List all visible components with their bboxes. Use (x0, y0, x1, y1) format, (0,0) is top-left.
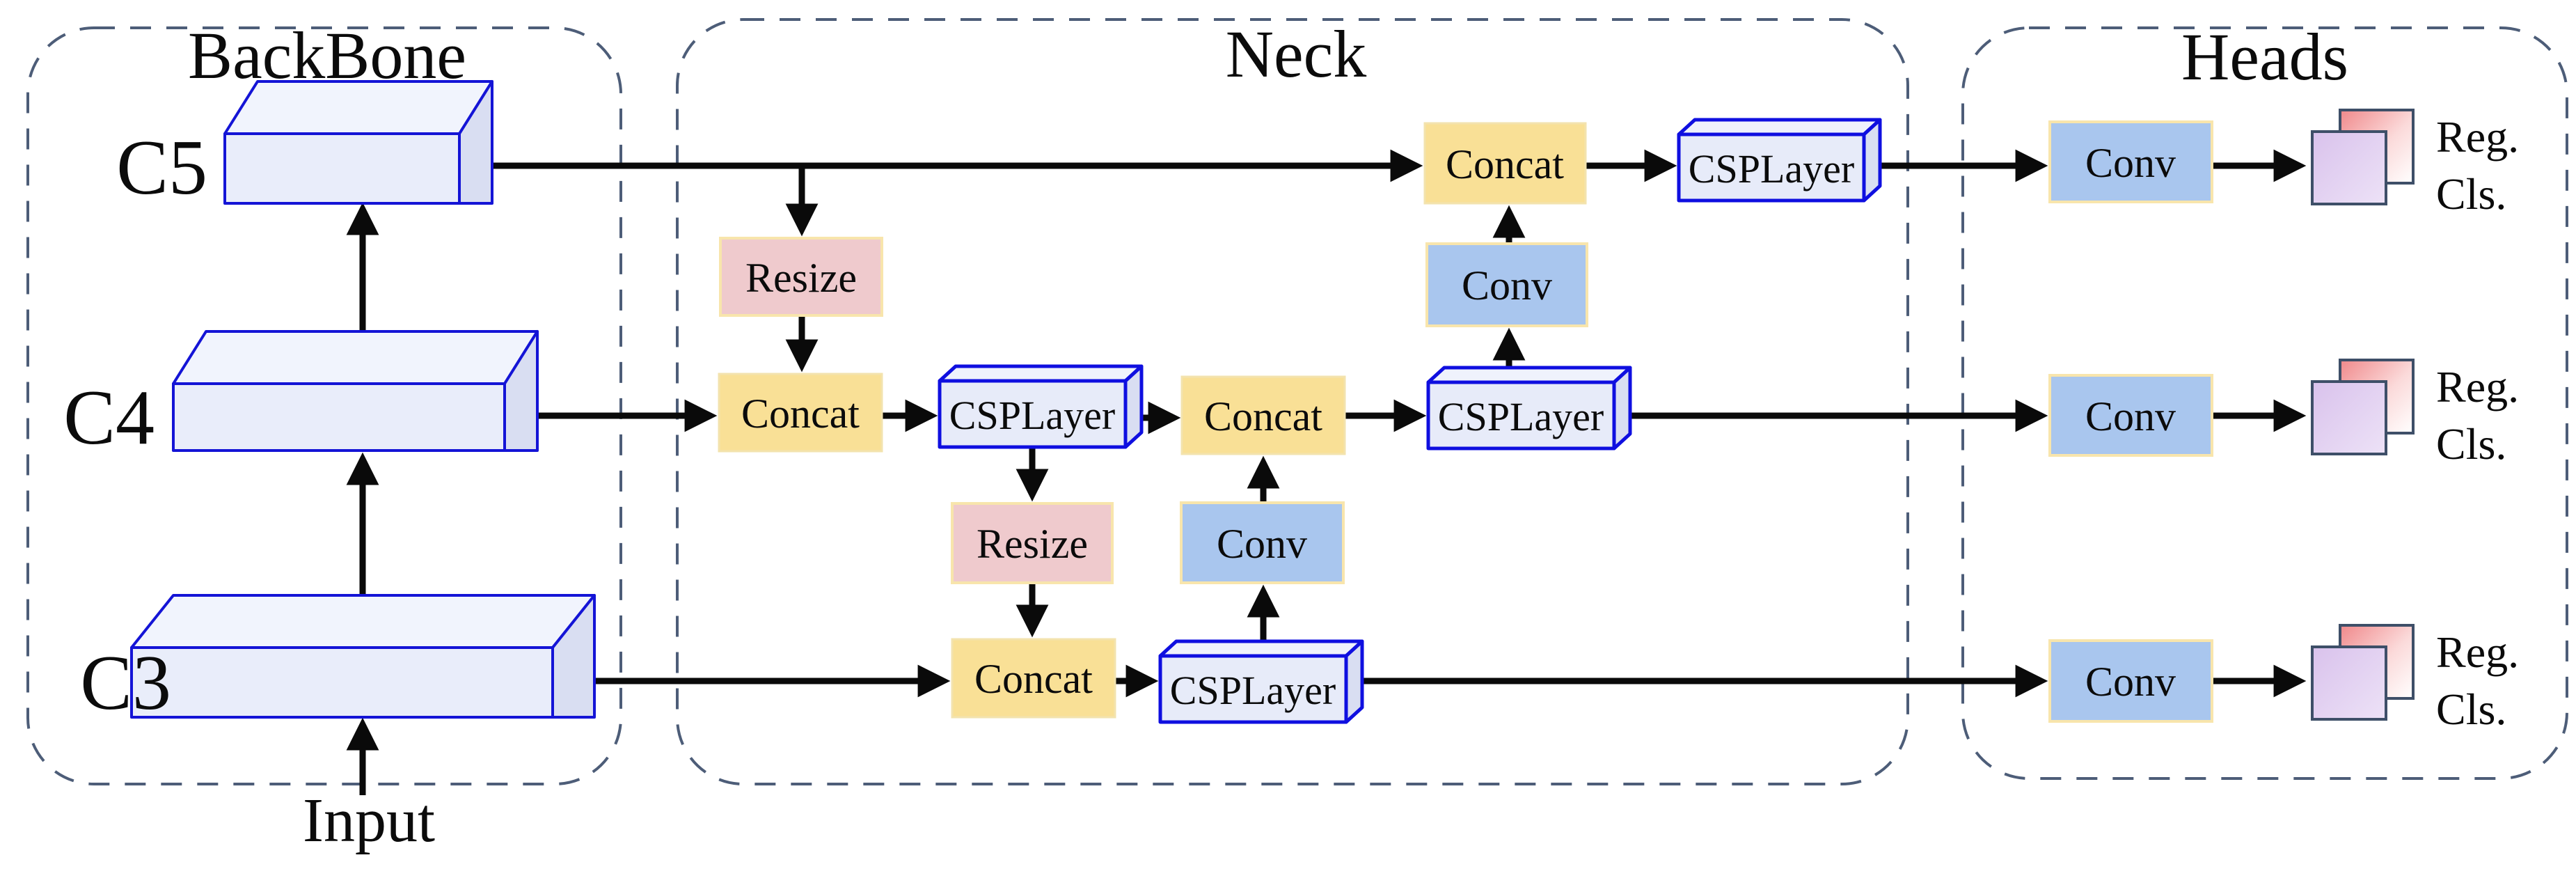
slab-front-face (223, 132, 461, 205)
concat-box (718, 373, 883, 453)
head-row-c5: Conv Reg. Cls. (2048, 109, 2519, 219)
csplayer-top-face (1158, 639, 1364, 658)
conv-label: Conv (2085, 659, 2176, 705)
reg-label: Reg. (2436, 362, 2519, 412)
resize-label: Resize (745, 255, 857, 301)
conv-box (2048, 120, 2213, 203)
csplayer-node-c4-left: CSPLayer (938, 364, 1144, 449)
csplayer-side-face (1123, 364, 1144, 449)
concat-node-c3: Concat (951, 638, 1116, 719)
concat-box (1180, 375, 1346, 455)
resize-node-mid: Resize (951, 502, 1114, 584)
csplayer-side-face (1344, 639, 1364, 724)
conv-box (1425, 242, 1588, 327)
resize-box (719, 237, 883, 317)
level-label-c5: C5 (116, 125, 207, 211)
concat-label: Concat (1446, 141, 1564, 187)
csplayer-front-face (1158, 654, 1348, 724)
heads-section-border (1961, 26, 2568, 780)
slab-top-face (172, 330, 539, 385)
conv-node-bottomup-1: Conv (1180, 501, 1345, 584)
conv-label: Conv (1462, 263, 1552, 308)
csplayer-label: CSPLayer (1438, 394, 1604, 439)
csplayer-top-face (1426, 366, 1632, 384)
slab-front-face (130, 646, 554, 719)
conv-box (2048, 639, 2213, 723)
concat-label: Concat (1204, 393, 1322, 439)
resize-label: Resize (977, 521, 1088, 567)
cls-label: Cls. (2436, 684, 2506, 734)
conv-label: Conv (1217, 521, 1307, 567)
csplayer-label: CSPLayer (949, 393, 1115, 438)
feature-map-cls (2311, 380, 2387, 455)
concat-box (1423, 122, 1587, 205)
csplayer-front-face (1426, 380, 1616, 451)
csplayer-front-face (938, 379, 1128, 449)
backbone-slab-c5 (223, 80, 493, 205)
csplayer-node-c3: CSPLayer (1158, 639, 1364, 724)
cls-label: Cls. (2436, 169, 2506, 219)
feature-map-cls (2311, 645, 2387, 721)
resize-node-top: Resize (719, 237, 883, 317)
csplayer-front-face (1677, 132, 1866, 203)
csplayer-label: CSPLayer (1689, 146, 1854, 191)
csplayer-top-face (938, 364, 1144, 383)
conv-box (2048, 374, 2213, 457)
neck-section-border (676, 18, 1909, 785)
heads-title: Heads (2181, 19, 2348, 94)
conv-label: Conv (2085, 140, 2176, 186)
head-row-c4: Conv Reg. Cls. (2048, 359, 2519, 469)
conv-box (1180, 501, 1345, 584)
concat-label: Concat (974, 656, 1093, 702)
concat-box (951, 638, 1116, 719)
csplayer-top-face (1677, 118, 1882, 136)
reg-label: Reg. (2436, 112, 2519, 162)
conv-node-bottomup-2: Conv (1425, 242, 1588, 327)
slab-top-face (130, 594, 596, 649)
csplayer-node-c5: CSPLayer (1677, 118, 1882, 203)
csplayer-side-face (1612, 366, 1632, 451)
cls-label: Cls. (2436, 419, 2506, 469)
concat-node-c5: Concat (1423, 122, 1587, 205)
level-label-c3: C3 (80, 640, 171, 726)
neck-title: Neck (1226, 17, 1367, 91)
feature-map-cls (2311, 130, 2387, 205)
backbone-slab-c3 (130, 594, 596, 719)
slab-top-face (223, 80, 493, 135)
concat-label: Concat (741, 391, 860, 437)
csplayer-label: CSPLayer (1170, 668, 1336, 713)
head-row-c3: Conv Reg. Cls. (2048, 624, 2519, 734)
backbone-slab-c4 (172, 330, 539, 452)
backbone-section-border (26, 26, 622, 785)
reg-label: Reg. (2436, 627, 2519, 677)
concat-node-c4-left: Concat (718, 373, 883, 453)
slab-front-face (172, 382, 506, 452)
connectors (346, 149, 2307, 795)
concat-node-c4-right: Concat (1180, 375, 1346, 455)
csplayer-side-face (1862, 118, 1882, 203)
csplayer-node-c4-right: CSPLayer (1426, 366, 1632, 451)
resize-box (951, 502, 1114, 584)
conv-label: Conv (2085, 393, 2176, 439)
level-label-c4: C4 (63, 375, 155, 461)
input-label: Input (303, 786, 435, 855)
